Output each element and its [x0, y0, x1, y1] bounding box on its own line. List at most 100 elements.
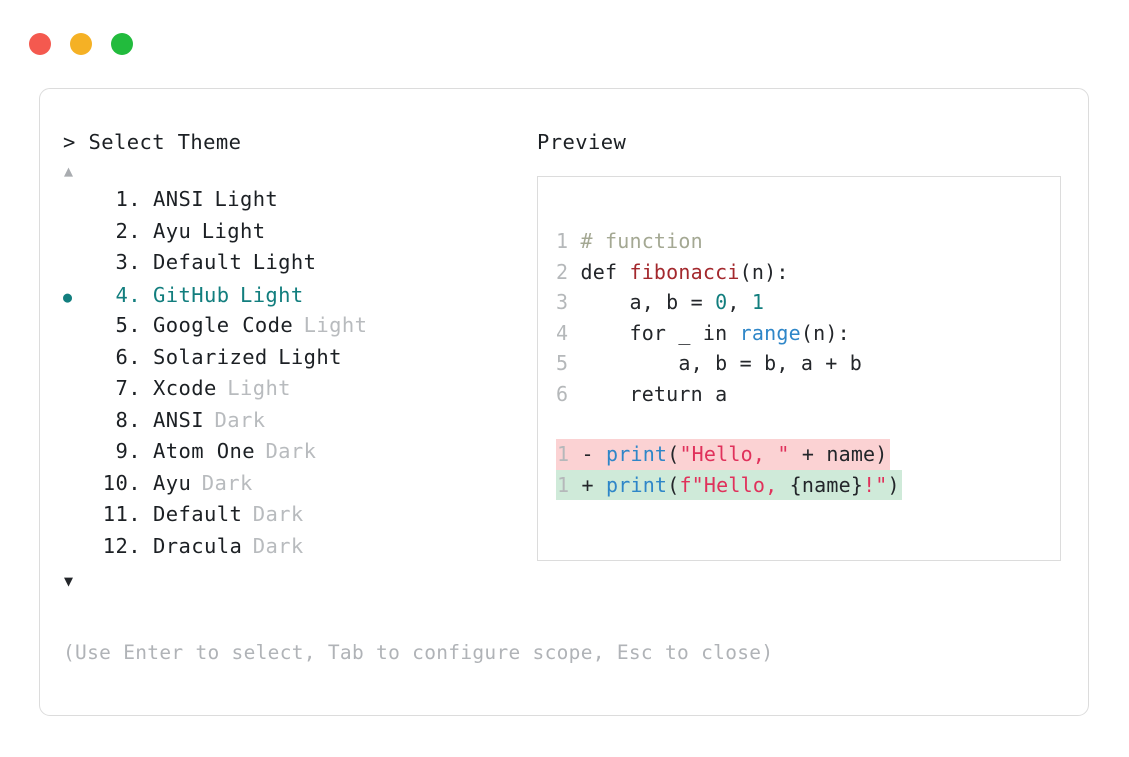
- code-token: a, b =: [580, 290, 716, 314]
- theme-item-name: Google Code: [153, 313, 294, 337]
- theme-item-index: 9.: [115, 439, 141, 463]
- theme-item-variant: Light: [201, 218, 266, 243]
- theme-item-index: 3.: [115, 250, 141, 274]
- code-token: def: [580, 259, 630, 284]
- theme-list-item[interactable]: 10. Ayu Dark: [63, 471, 533, 503]
- code-token: ): [887, 472, 900, 497]
- code-token: 0: [715, 290, 728, 314]
- code-token: f"Hello,: [679, 472, 790, 497]
- theme-list-item[interactable]: 8. ANSI Dark: [63, 408, 533, 440]
- window-traffic-lights: [29, 33, 133, 55]
- line-number: 3: [556, 290, 581, 314]
- diff-line-add: 1 + print(f"Hello, {name}!"): [556, 469, 1054, 500]
- theme-list-item[interactable]: 9. Atom One Dark: [63, 439, 533, 471]
- code-token: # function: [580, 229, 703, 253]
- theme-item-variant: Light: [303, 313, 368, 337]
- theme-item-index: 11.: [102, 502, 141, 526]
- theme-item-name: GitHub: [153, 282, 230, 307]
- code-token: a, b = b, a + b: [580, 351, 863, 375]
- code-token: print: [605, 472, 668, 497]
- theme-item-index: 12.: [102, 533, 141, 558]
- line-number: 6: [556, 381, 581, 406]
- prompt-title: > Select Theme: [63, 130, 242, 154]
- code-token: (: [667, 442, 680, 466]
- line-number: 1: [557, 472, 582, 497]
- code-token: return a: [580, 381, 728, 406]
- theme-item-variant: Dark: [214, 407, 266, 432]
- code-token: for _ in: [580, 320, 740, 345]
- code-line: 2 def fibonacci(n):: [556, 257, 1054, 288]
- code-line: 1 # function: [556, 226, 1054, 257]
- theme-item-name: Default: [153, 502, 243, 526]
- code-token: range: [739, 320, 801, 345]
- preview-label: Preview: [537, 130, 627, 154]
- theme-item-index: 5.: [115, 313, 141, 337]
- code-token: fibonacci: [629, 259, 740, 284]
- theme-item-variant: Light: [239, 282, 304, 307]
- theme-item-index: 2.: [115, 218, 141, 243]
- diff-highlight: 1 + print(f"Hello, {name}!"): [556, 469, 902, 500]
- theme-item-name: ANSI: [153, 407, 204, 432]
- code-line: 6 return a: [556, 379, 1054, 410]
- code-line: 4 for _ in range(n):: [556, 318, 1054, 349]
- theme-item-name: Dracula: [153, 533, 243, 558]
- theme-item-name: ANSI: [153, 187, 204, 211]
- line-number: 4: [556, 320, 581, 345]
- theme-item-index: 1.: [115, 187, 141, 211]
- theme-item-variant: Dark: [252, 502, 304, 526]
- code-line: 5 a, b = b, a + b: [556, 348, 1054, 379]
- theme-list-item[interactable]: ● 4. GitHub Light: [63, 282, 533, 314]
- diff-sign: +: [581, 472, 606, 497]
- code-token: {name}: [789, 472, 864, 497]
- theme-list-item[interactable]: 2. Ayu Light: [63, 219, 533, 251]
- diff-highlight: 1 - print("Hello, " + name): [556, 439, 890, 470]
- theme-list-item[interactable]: 11. Default Dark: [63, 502, 533, 534]
- theme-item-index: 8.: [115, 407, 141, 432]
- theme-item-name: Atom One: [153, 439, 255, 463]
- code-token: (n):: [739, 259, 789, 284]
- diff-sign: -: [581, 442, 606, 466]
- line-number: 1: [556, 229, 581, 253]
- theme-item-variant: Dark: [252, 533, 304, 558]
- code-token: 1: [751, 290, 765, 314]
- line-number: 5: [556, 351, 581, 375]
- theme-item-variant: Light: [227, 376, 291, 400]
- selected-bullet-icon: ●: [63, 287, 73, 306]
- theme-item-name: Xcode: [153, 376, 217, 400]
- scroll-down-icon[interactable]: ▼: [64, 572, 74, 590]
- theme-item-name: Default: [153, 250, 243, 274]
- code-spacer: [556, 409, 1054, 439]
- code-token: + name): [789, 442, 888, 466]
- scroll-up-icon[interactable]: ▲: [64, 162, 74, 180]
- theme-item-index: 10.: [102, 470, 141, 495]
- theme-list-item[interactable]: 5. Google Code Light: [63, 313, 533, 345]
- code-token: "Hello, ": [679, 442, 790, 466]
- theme-item-variant: Dark: [265, 439, 317, 463]
- code-token: (: [667, 472, 680, 497]
- theme-item-variant: Light: [278, 344, 342, 369]
- theme-list-item[interactable]: 12. Dracula Dark: [63, 534, 533, 566]
- theme-item-name: Ayu: [153, 218, 192, 243]
- code-token: (n):: [800, 320, 850, 345]
- theme-item-variant: Dark: [201, 470, 253, 495]
- theme-item-index: 6.: [115, 344, 141, 369]
- maximize-window-button[interactable]: [111, 33, 133, 55]
- minimize-window-button[interactable]: [70, 33, 92, 55]
- close-window-button[interactable]: [29, 33, 51, 55]
- code-token: print: [605, 442, 668, 466]
- theme-item-name: Ayu: [153, 470, 192, 495]
- line-number: 1: [557, 442, 582, 466]
- theme-item-index: 4.: [115, 282, 141, 307]
- keyboard-hint-text: (Use Enter to select, Tab to configure s…: [63, 641, 774, 664]
- code-token: !": [863, 472, 888, 497]
